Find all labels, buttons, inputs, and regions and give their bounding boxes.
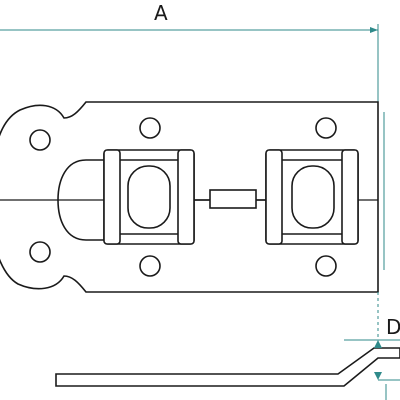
left-staple-right-flange [177,149,195,245]
screw-hole-inner-top-right [315,117,337,139]
right-extension-lines [377,112,385,340]
right-staple-left-flange [265,149,283,245]
tongue-outline [57,159,104,241]
screw-hole-left-bottom [29,241,51,263]
dimension-d-arrowhead-top [374,340,382,348]
right-staple-slot [291,165,335,229]
right-staple [265,149,359,245]
screw-hole-inner-bottom-right [315,255,337,277]
dimension-a [0,24,379,104]
right-staple-right-flange [341,149,359,245]
side-profile-outline [55,347,400,387]
screw-hole-inner-top-left [139,117,161,139]
bolt-bar [194,189,266,209]
left-staple-slot [127,165,171,229]
left-staple [103,149,195,245]
bolt-bar-body [209,189,257,209]
dimension-d-arrowhead-bottom [374,372,382,380]
dimension-d-label: D [386,315,400,339]
screw-hole-left-top [29,129,51,151]
left-staple-left-flange [103,149,121,245]
hasp-plate-outline [0,101,379,293]
screw-hole-inner-bottom-left [139,255,161,277]
dimension-a-arrowhead [370,27,378,33]
side-profile [55,347,400,387]
dimension-a-label: A [154,1,168,25]
dimension-d [344,339,400,400]
screw-holes [29,117,337,277]
